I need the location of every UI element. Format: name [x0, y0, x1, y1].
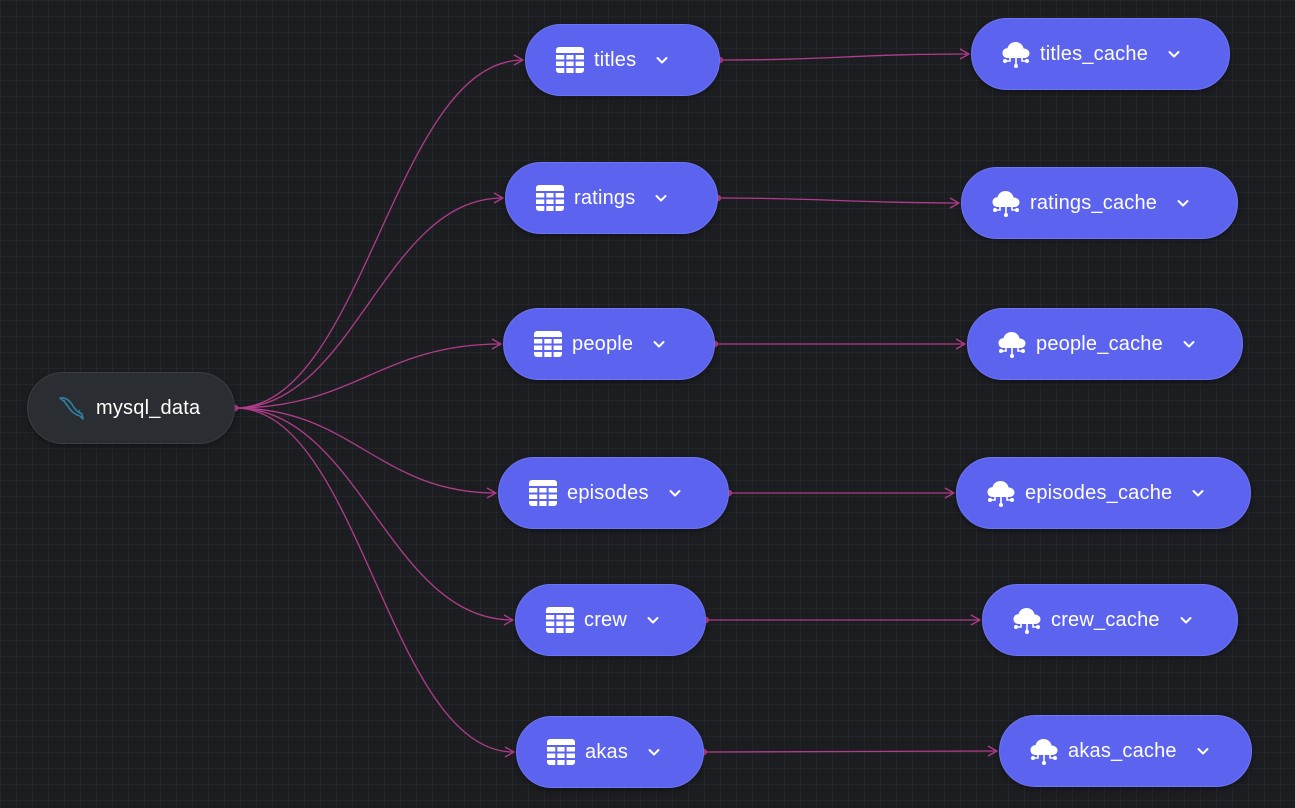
table-icon	[532, 328, 564, 360]
table-icon	[545, 736, 577, 768]
edge-mysql_data-to-ratings[interactable]	[234, 192, 505, 409]
cache-node-label: titles_cache	[1040, 42, 1149, 65]
chevron-down-icon[interactable]	[646, 744, 662, 760]
table-node-label: ratings	[574, 186, 636, 209]
cloud-network-icon	[1000, 38, 1032, 70]
chevron-down-icon[interactable]	[667, 485, 683, 501]
chevron-down-icon[interactable]	[1178, 612, 1194, 628]
cache-node-label: people_cache	[1036, 332, 1163, 355]
chevron-down-icon[interactable]	[1195, 743, 1211, 759]
cache-node-titles-cache[interactable]: titles_cache	[971, 18, 1230, 90]
chevron-down-icon[interactable]	[654, 52, 670, 68]
edge-mysql_data-to-crew[interactable]	[234, 407, 515, 626]
edge-akas-to-akas_cache[interactable]	[703, 745, 999, 757]
table-icon	[527, 477, 559, 509]
source-node-label: mysql_data	[96, 396, 201, 419]
table-node-label: episodes	[567, 481, 649, 504]
edge-mysql_data-to-akas[interactable]	[234, 407, 516, 758]
chevron-down-icon[interactable]	[1175, 195, 1191, 211]
cache-node-label: akas_cache	[1068, 739, 1177, 762]
cloud-network-icon	[985, 477, 1017, 509]
table-node-crew[interactable]: crew	[515, 584, 706, 656]
table-node-akas[interactable]: akas	[516, 716, 704, 788]
cloud-network-icon	[996, 328, 1028, 360]
cache-node-people-cache[interactable]: people_cache	[967, 308, 1243, 380]
source-node-mysql-data[interactable]: mysql_data	[27, 372, 235, 444]
table-node-label: titles	[594, 48, 637, 71]
cache-node-akas-cache[interactable]: akas_cache	[999, 715, 1252, 787]
edge-ratings-to-ratings_cache[interactable]	[717, 197, 961, 209]
table-node-ratings[interactable]: ratings	[505, 162, 718, 234]
chevron-down-icon[interactable]	[1181, 336, 1197, 352]
table-icon	[544, 604, 576, 636]
table-node-people[interactable]: people	[503, 308, 715, 380]
cache-node-episodes-cache[interactable]: episodes_cache	[956, 457, 1251, 529]
chevron-down-icon[interactable]	[1190, 485, 1206, 501]
edge-titles-to-titles_cache[interactable]	[719, 48, 971, 61]
chevron-down-icon[interactable]	[645, 612, 661, 628]
table-node-label: people	[572, 332, 634, 355]
table-node-episodes[interactable]: episodes	[498, 457, 729, 529]
mysql-dolphin-icon	[56, 392, 88, 424]
table-node-label: akas	[585, 740, 629, 763]
chevron-down-icon[interactable]	[1166, 46, 1182, 62]
table-icon	[534, 182, 566, 214]
cache-node-crew-cache[interactable]: crew_cache	[982, 584, 1238, 656]
table-icon	[554, 44, 586, 76]
cache-node-label: crew_cache	[1051, 608, 1160, 631]
edge-mysql_data-to-episodes[interactable]	[234, 407, 498, 499]
chevron-down-icon[interactable]	[653, 190, 669, 206]
cache-node-ratings-cache[interactable]: ratings_cache	[961, 167, 1238, 239]
table-node-label: crew	[584, 608, 628, 631]
chevron-down-icon[interactable]	[651, 336, 667, 352]
table-node-titles[interactable]: titles	[525, 24, 720, 96]
edge-mysql_data-to-titles[interactable]	[234, 54, 525, 409]
cloud-network-icon	[990, 187, 1022, 219]
cloud-network-icon	[1028, 735, 1060, 767]
cache-node-label: episodes_cache	[1025, 481, 1173, 504]
cloud-network-icon	[1011, 604, 1043, 636]
edge-mysql_data-to-people[interactable]	[234, 338, 503, 409]
cache-node-label: ratings_cache	[1030, 191, 1158, 214]
